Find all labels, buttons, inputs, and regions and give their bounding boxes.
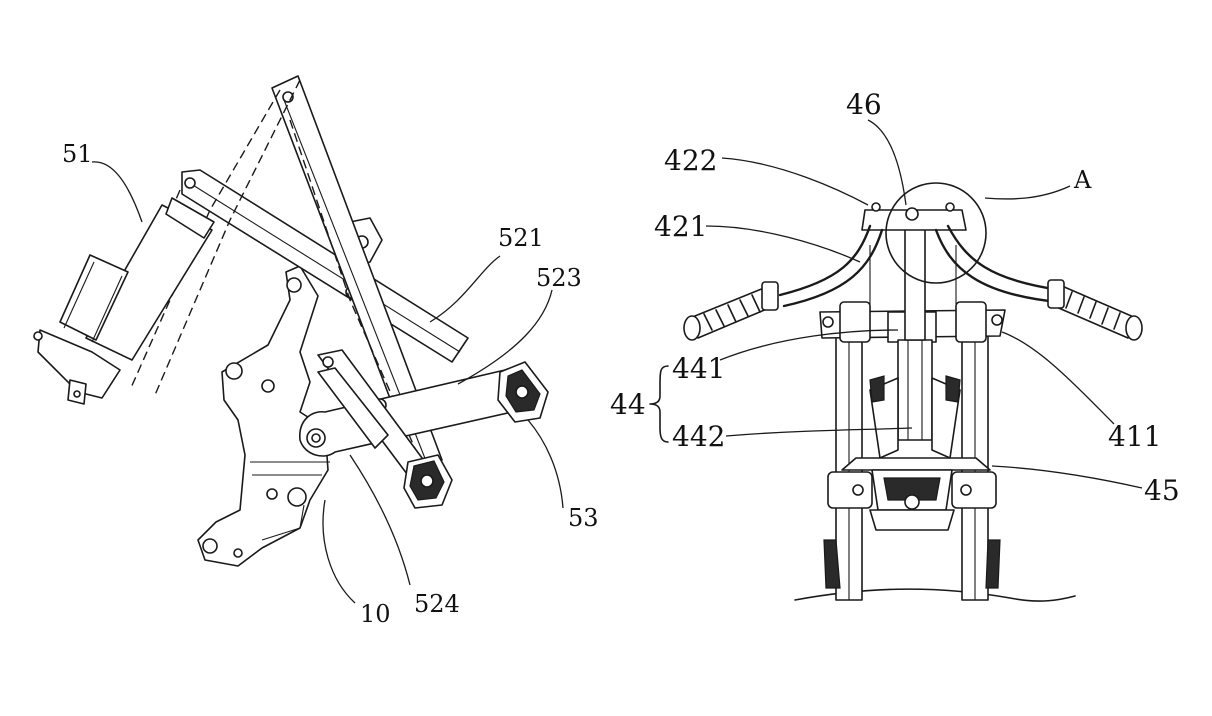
left-leaders xyxy=(91,161,564,604)
right-view-front-assembly: 46 422 A 421 441 44 442 411 45 xyxy=(610,88,1180,602)
label-411: 411 xyxy=(1108,420,1161,453)
label-421: 421 xyxy=(654,210,707,243)
label-442: 442 xyxy=(672,420,725,453)
left-grip xyxy=(683,281,779,341)
handlebar xyxy=(778,202,1062,308)
left-view-folding-mechanism: 51 521 523 53 524 10 xyxy=(33,75,599,628)
label-422: 422 xyxy=(664,144,717,177)
label-a: A xyxy=(1073,166,1092,194)
label-521: 521 xyxy=(498,224,544,252)
right-labels: 46 422 A 421 441 44 442 411 45 xyxy=(610,88,1180,507)
detail-circle-a xyxy=(885,182,987,284)
label-46: 46 xyxy=(846,88,882,121)
label-524: 524 xyxy=(414,590,460,618)
label-441: 441 xyxy=(672,352,725,385)
label-51: 51 xyxy=(62,140,93,168)
label-10: 10 xyxy=(360,600,391,628)
right-leaders xyxy=(705,119,1143,489)
label-53: 53 xyxy=(568,504,599,532)
left-labels: 51 521 523 53 524 10 xyxy=(62,140,599,628)
right-grip xyxy=(1047,279,1143,341)
brace-44 xyxy=(649,365,669,443)
lower-handle-block xyxy=(403,454,453,509)
handle-block-53 xyxy=(497,361,549,423)
label-44: 44 xyxy=(610,388,646,421)
central-column xyxy=(869,219,961,459)
lower-triple-clamp xyxy=(827,457,997,531)
linear-actuator-51 xyxy=(33,197,215,405)
label-45: 45 xyxy=(1144,474,1180,507)
label-523: 523 xyxy=(536,264,582,292)
